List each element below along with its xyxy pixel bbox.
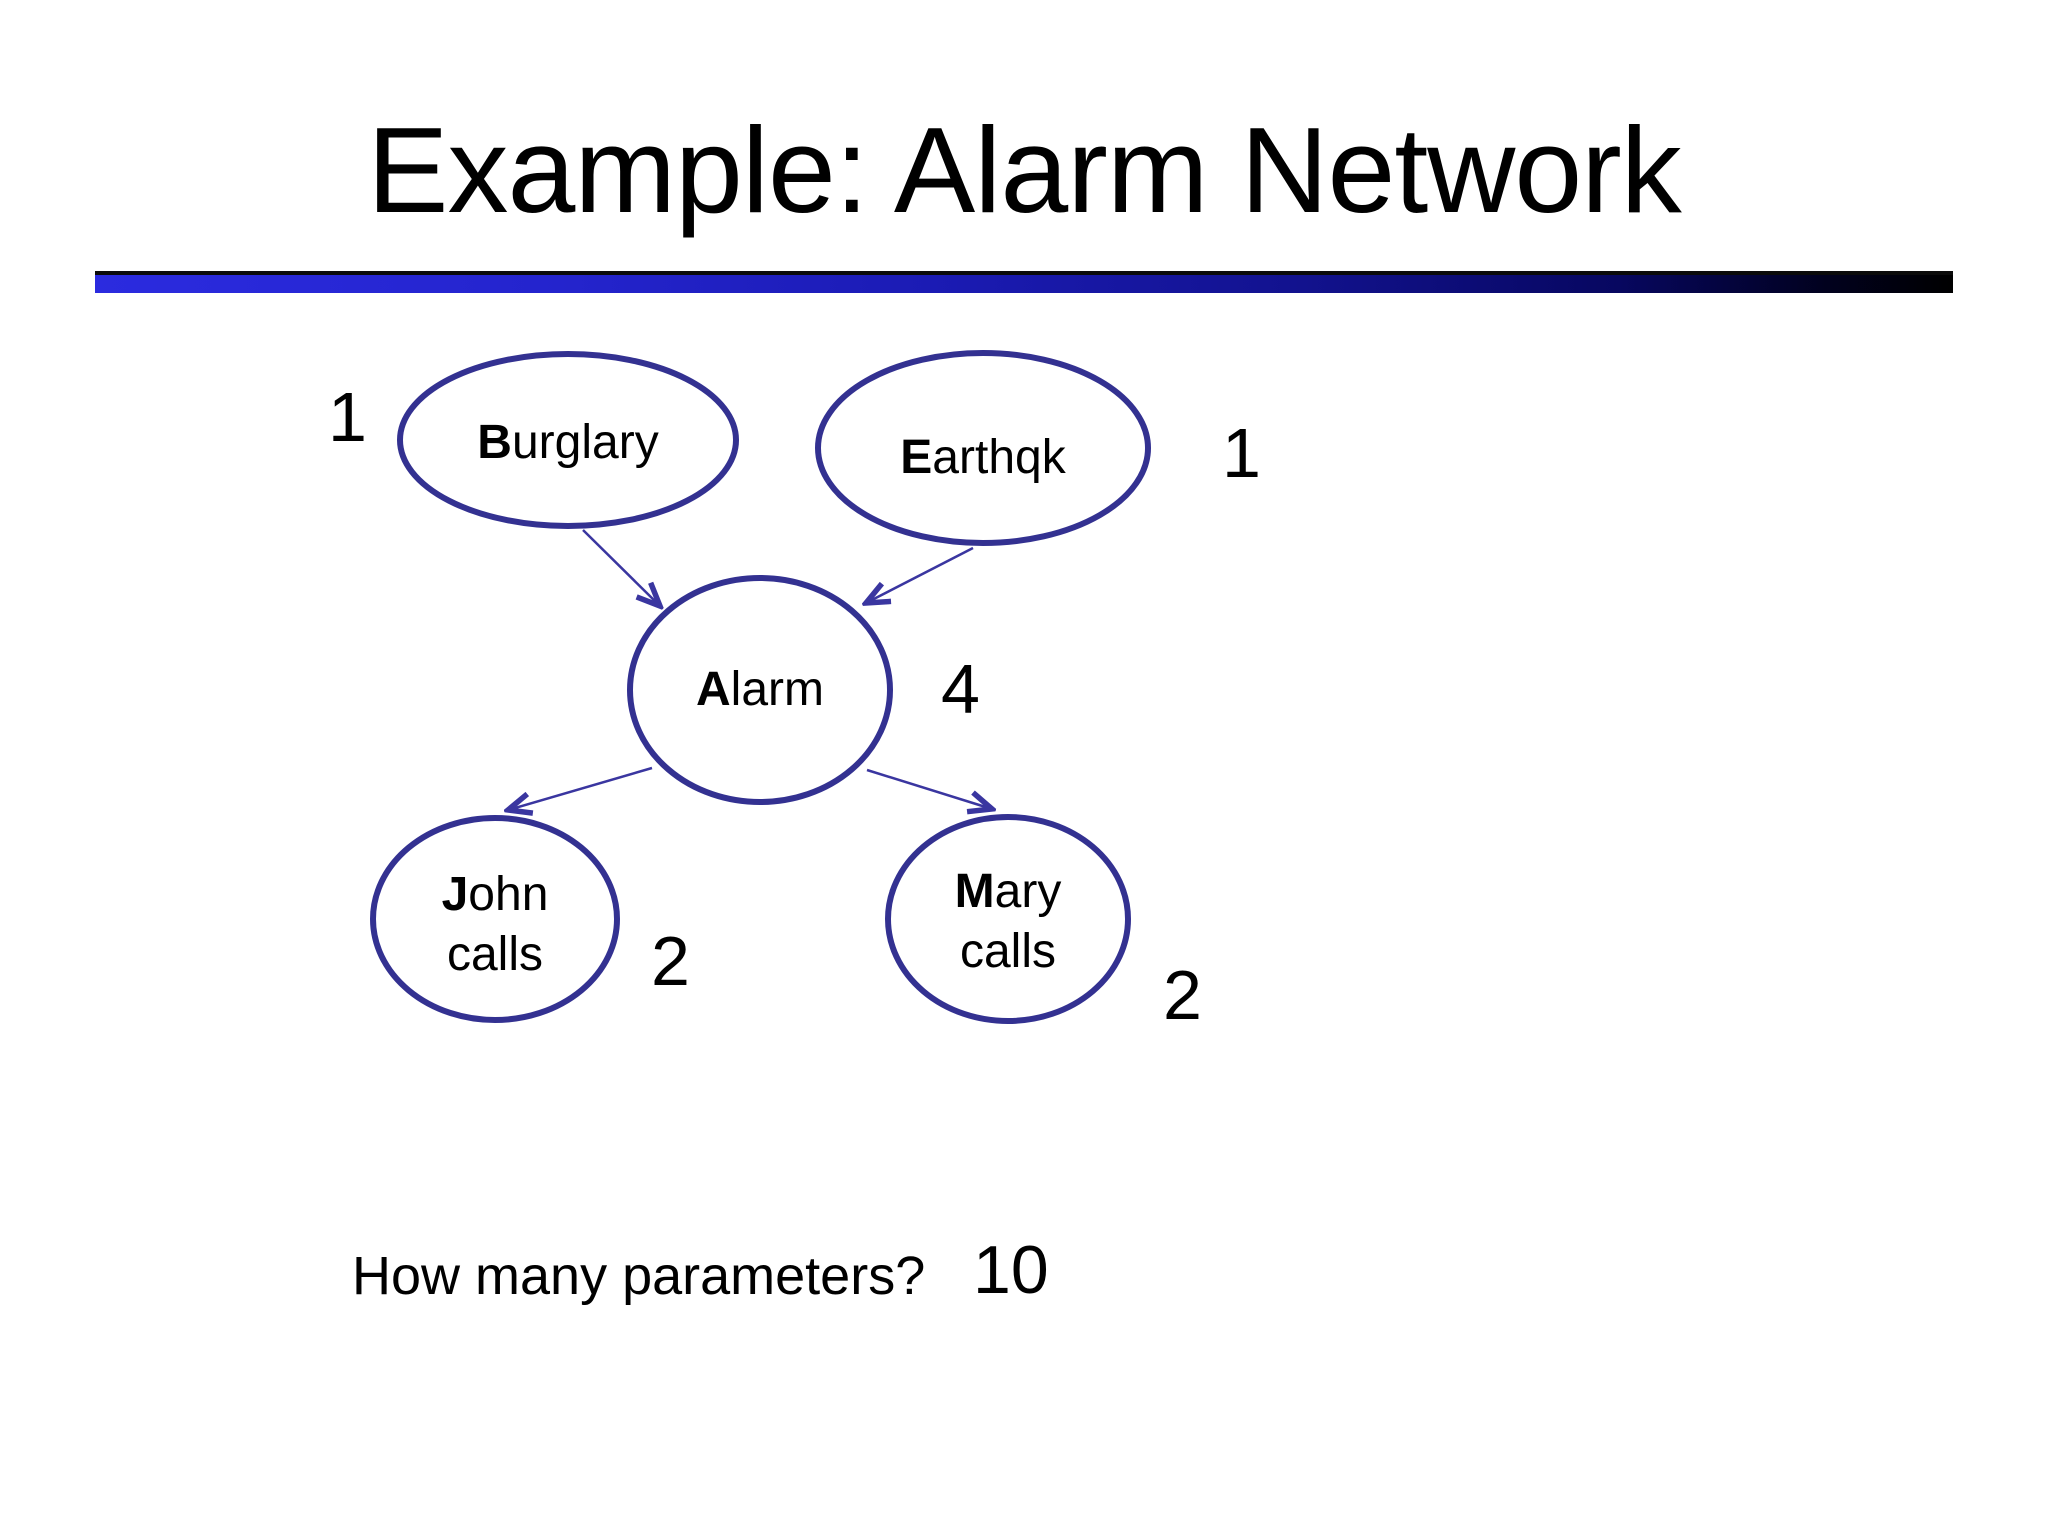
question-text: How many parameters? xyxy=(352,1246,926,1306)
node-ellipse-marycalls xyxy=(885,814,1131,1024)
param-count-earthqk: 1 xyxy=(1222,414,1261,492)
node-label-johncalls-rest: ohn xyxy=(468,868,549,921)
edge-earthqk-to-alarm xyxy=(866,546,974,603)
node-label-marycalls-line2: calls xyxy=(959,925,1057,978)
node-label-johncalls-line1: John xyxy=(442,865,549,925)
param-count-alarm: 4 xyxy=(941,650,980,728)
param-count-johncalls: 2 xyxy=(651,922,690,1000)
node-label-burglary-bold: B xyxy=(477,416,512,469)
node-label-alarm-bold: A xyxy=(696,663,731,716)
node-label-marycalls: Mary calls xyxy=(955,862,1062,982)
node-label-earthqk-rest: arthqk xyxy=(932,431,1066,484)
node-label-marycalls-line1: Mary xyxy=(955,862,1062,922)
param-count-burglary: 1 xyxy=(328,378,367,456)
node-ellipse-burglary xyxy=(397,351,739,529)
node-label-johncalls-bold: J xyxy=(441,868,469,921)
node-ellipse-earthqk xyxy=(815,350,1151,546)
edge-burglary-to-alarm xyxy=(582,529,660,606)
slide-title: Example: Alarm Network xyxy=(367,102,1682,238)
node-ellipse-alarm xyxy=(627,575,893,805)
question-answer: 10 xyxy=(973,1232,1049,1308)
node-label-burglary-rest: urglary xyxy=(511,416,659,469)
node-label-burglary: Burglary xyxy=(477,413,658,473)
node-label-earthqk-bold: E xyxy=(900,431,933,484)
node-label-earthqk: Earthqk xyxy=(900,428,1065,488)
edge-alarm-to-johncalls xyxy=(508,766,653,810)
node-label-marycalls-bold: M xyxy=(954,865,995,918)
node-label-marycalls-rest: ary xyxy=(994,865,1062,918)
edge-alarm-to-marycalls xyxy=(866,768,992,809)
node-label-johncalls: John calls xyxy=(442,865,549,985)
node-label-alarm-rest: larm xyxy=(730,663,824,716)
node-ellipse-johncalls xyxy=(370,815,620,1023)
title-rule xyxy=(95,271,1953,293)
param-count-marycalls: 2 xyxy=(1163,956,1202,1034)
node-label-johncalls-line2: calls xyxy=(446,928,544,981)
node-label-alarm: Alarm xyxy=(696,660,824,720)
